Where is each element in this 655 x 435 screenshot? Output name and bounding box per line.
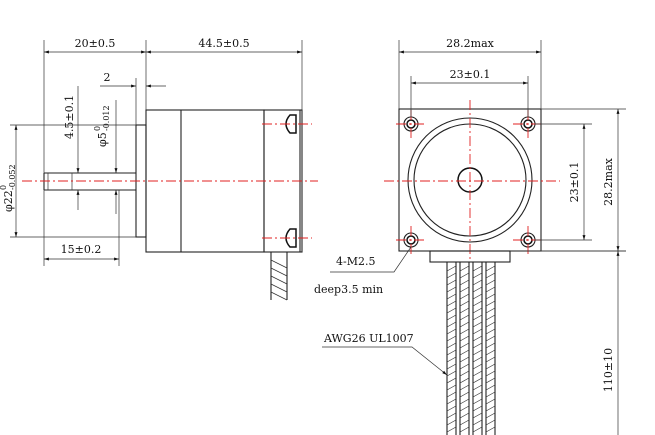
hole-callout-text: 4-M2.5 [336, 255, 375, 268]
flange-width-text: 28.2max [446, 37, 494, 50]
flat-length-text: 15±0.2 [61, 243, 102, 256]
boss-dia-text: φ22 [2, 190, 15, 212]
hole-spacing-h-text: 23±0.1 [450, 68, 491, 81]
dim-ext-shaft [43, 40, 147, 173]
lead-exit-block [429, 250, 511, 263]
side-view: 20±0.5 44.5±0.5 2 4.5±0.1 φ5 0 -0.012 φ2… [0, 37, 318, 301]
hole-centerlines-h [396, 123, 543, 241]
side-screw-centerlines [262, 123, 312, 239]
flange-height-text: 28.2max [602, 157, 615, 205]
wire-hatching [446, 265, 496, 433]
hole-centerlines-v [410, 110, 529, 254]
boss-thickness-text: 2 [104, 71, 111, 84]
dim-ext-hole-v [535, 123, 592, 241]
flat-depth-text: 4.5±0.1 [63, 95, 76, 139]
mount-holes [403, 116, 536, 248]
shaft-dia-tol-upper: 0 [93, 126, 102, 131]
side-lead-bundle [270, 252, 288, 300]
lead-length-text: 110±10 [602, 348, 615, 392]
dim-ext-flat [43, 190, 120, 266]
hole-leader [330, 246, 412, 273]
wire-spec-text: AWG26 UL1007 [323, 332, 414, 345]
shaft-dia-text: φ5 [96, 132, 109, 147]
wire-leads [446, 262, 496, 435]
dim-ext-boss-dia [10, 124, 136, 238]
dim-ext-hole-h [410, 76, 529, 117]
side-lead-hatch [270, 259, 288, 301]
shaft-outline [43, 172, 136, 191]
hole-spacing-v-text: 23±0.1 [568, 162, 581, 203]
wire-leader [322, 346, 448, 376]
hole-depth-text: deep3.5 min [314, 283, 383, 296]
shaft-dia-tol-lower: -0.012 [102, 105, 111, 131]
boss-dia-tol-upper: 0 [0, 185, 8, 190]
body-length-text: 44.5±0.5 [198, 37, 249, 50]
screw-head-bottom [285, 228, 297, 248]
screw-head-top [285, 114, 297, 134]
front-view: 28.2max 23±0.1 23±0.1 28.2max 110±10 4-M… [314, 37, 626, 435]
boss-dia-tol-lower: -0.052 [8, 164, 17, 190]
shaft-length-text: 20±0.5 [75, 37, 116, 50]
boss-dia-label: φ22 0 -0.052 [0, 164, 17, 212]
shaft-dia-label: φ5 0 -0.012 [93, 105, 111, 147]
